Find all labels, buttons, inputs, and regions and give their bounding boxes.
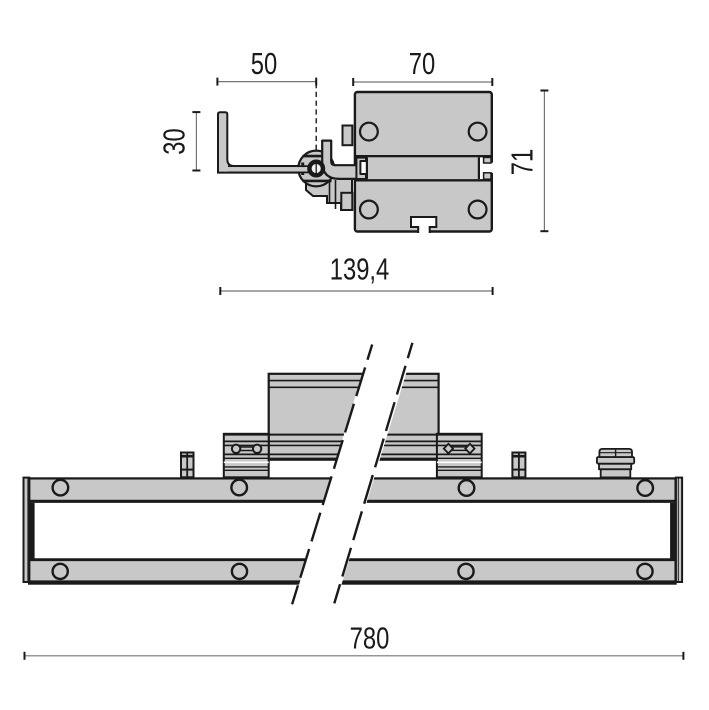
svg-text:70: 70 [409,46,435,81]
svg-text:30: 30 [157,128,192,154]
svg-text:780: 780 [350,621,390,656]
svg-text:50: 50 [251,46,277,81]
svg-text:139,4: 139,4 [330,252,390,287]
svg-text:71: 71 [505,149,540,175]
